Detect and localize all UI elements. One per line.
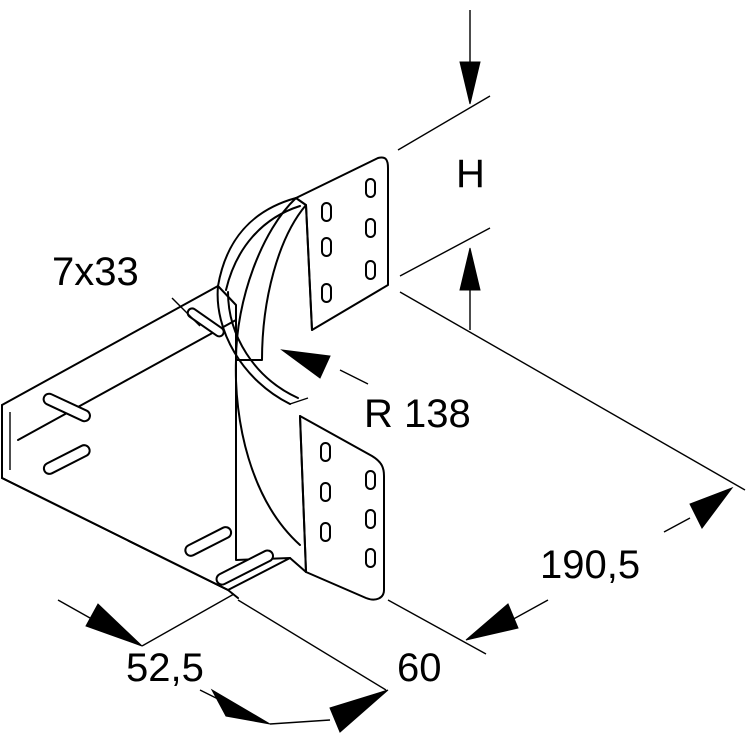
slot <box>215 549 274 586</box>
hole <box>365 260 376 280</box>
slot-leader <box>171 297 201 327</box>
hole <box>365 470 376 490</box>
width-label: 60 <box>397 646 442 690</box>
hole <box>365 218 376 238</box>
hole <box>320 522 331 542</box>
hole <box>365 178 376 198</box>
dimension-radius <box>280 349 369 385</box>
dimension-width <box>199 599 389 733</box>
lower-flange <box>289 415 385 601</box>
hole <box>320 482 331 502</box>
dimension-depth <box>387 291 746 655</box>
radius-label: R 138 <box>364 392 471 436</box>
slot <box>42 392 91 423</box>
slot <box>186 307 225 338</box>
dimension-height <box>397 10 491 330</box>
base-plate <box>1 285 291 599</box>
slot-size-label: 7x33 <box>52 250 139 294</box>
bend-band <box>216 197 309 560</box>
hole <box>321 237 332 257</box>
hole <box>365 509 376 529</box>
hole <box>321 202 332 222</box>
hole <box>321 283 332 303</box>
depth-label: 190,5 <box>540 543 641 587</box>
hole <box>320 442 331 462</box>
upper-flange <box>295 156 389 331</box>
slot <box>184 526 233 557</box>
height-label: H <box>456 152 485 196</box>
flange-width-label: 52,5 <box>126 646 204 690</box>
dimension-flange <box>57 593 235 647</box>
hole <box>365 548 376 568</box>
slot <box>42 444 91 475</box>
